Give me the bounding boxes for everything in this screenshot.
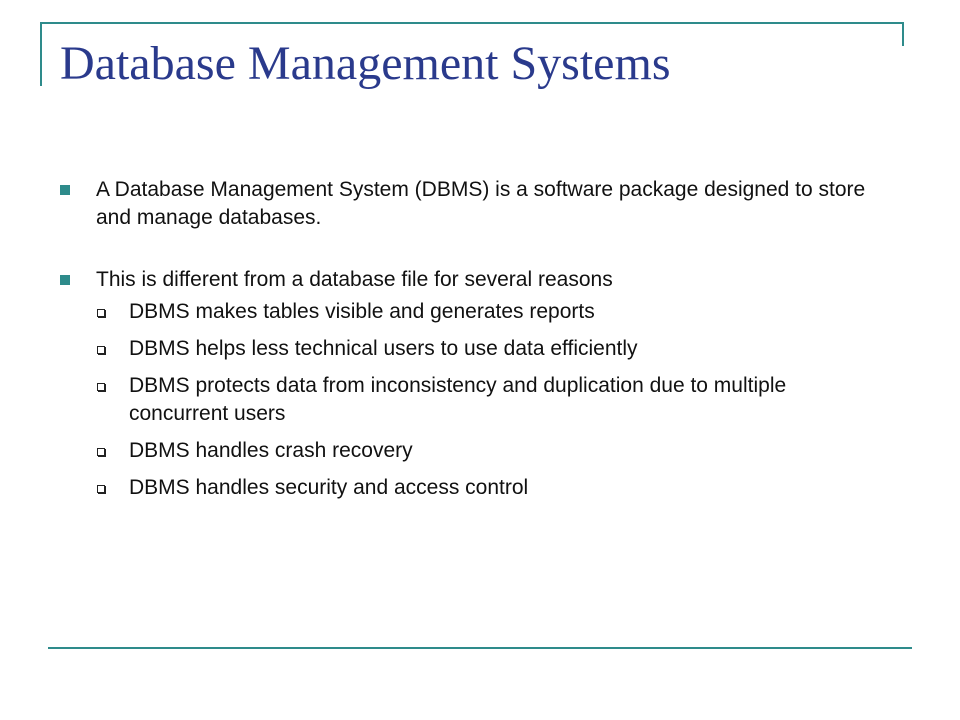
hollow-square-bullet-icon	[97, 448, 105, 456]
frame-right-line	[902, 22, 904, 46]
hollow-square-bullet-icon	[97, 346, 105, 354]
sub-bullet-text: DBMS handles crash recovery	[129, 439, 413, 462]
hollow-square-bullet-icon	[97, 485, 105, 493]
sub-bullet-text: DBMS handles security and access control	[129, 476, 529, 499]
bullet-list: A Database Management System (DBMS) is a…	[60, 176, 880, 511]
sub-bullet-item: DBMS helps less technical users to use d…	[96, 335, 880, 363]
sub-bullet-item: DBMS protects data from inconsistency an…	[96, 372, 880, 428]
square-bullet-icon	[60, 185, 70, 195]
frame-bottom-line	[48, 647, 912, 649]
square-bullet-icon	[60, 275, 70, 285]
bullet-text: This is different from a database file f…	[96, 268, 613, 291]
hollow-square-bullet-icon	[97, 383, 105, 391]
sub-bullet-item: DBMS makes tables visible and generates …	[96, 298, 880, 326]
bullet-text: A Database Management System (DBMS) is a…	[96, 178, 866, 229]
bullet-item-differences: This is different from a database file f…	[60, 266, 880, 502]
frame-top-line	[40, 22, 904, 24]
sub-bullet-item: DBMS handles crash recovery	[96, 437, 880, 465]
hollow-square-bullet-icon	[97, 309, 105, 317]
slide-title: Database Management Systems	[60, 37, 671, 90]
bullet-item-dbms-definition: A Database Management System (DBMS) is a…	[60, 176, 880, 232]
sub-bullet-list: DBMS makes tables visible and generates …	[96, 298, 880, 502]
sub-bullet-text: DBMS makes tables visible and generates …	[129, 300, 595, 323]
sub-bullet-text: DBMS helps less technical users to use d…	[129, 337, 638, 360]
frame-left-line	[40, 22, 42, 86]
sub-bullet-item: DBMS handles security and access control	[96, 474, 880, 502]
sub-bullet-text: DBMS protects data from inconsistency an…	[129, 374, 787, 425]
